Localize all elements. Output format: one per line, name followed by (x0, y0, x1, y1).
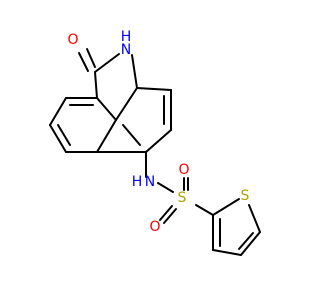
bond-sulfonyl-o-bottom-2 (163, 208, 177, 224)
bond-thiophene-s-c5 (248, 204, 261, 233)
bond-nitrogen-sulfur (157, 182, 174, 193)
atom-oxygen-sulfonyl-bottom: O (149, 219, 160, 235)
bond-thiophene-c4-c3 (212, 249, 242, 256)
atom-sulfur-sulfonyl: S (178, 190, 187, 206)
bond-c7-c6 (145, 129, 172, 153)
bond-carbonyl-c-c2a (94, 71, 98, 99)
bond-nitrogen-c8a (131, 54, 138, 89)
bond-thiophene-c5-c4 (240, 231, 261, 256)
bond-sulfonyl-o-bottom-1 (159, 205, 173, 221)
atom-nitrogen-lactam: N (121, 42, 131, 58)
bond-c2a-c8b (96, 97, 117, 121)
bond-thiophene-c2-s (212, 198, 240, 216)
molecule-structure: O N H N H S O O S (49, 29, 261, 256)
bond-inner-right-2 (122, 124, 141, 146)
bond-c8a-c8b (115, 87, 138, 121)
bond-inner-left-2 (57, 124, 71, 146)
bond-c3-c4 (49, 97, 67, 126)
bond-c5a-c8b (96, 119, 117, 153)
atom-oxygen-carbonyl: O (67, 32, 78, 48)
atom-sulfur-thiophene: S (241, 188, 250, 204)
atom-hydrogen-sulfonamide: H (132, 174, 143, 190)
atom-oxygen-sulfonyl-top: O (178, 162, 189, 178)
bond-carbonyl-c-nitrogen (94, 53, 120, 73)
atom-hydrogen-lactam: H (121, 29, 132, 45)
bond-sulfur-thiophene-c2 (195, 204, 214, 216)
bond-c4-c5 (49, 124, 67, 153)
atom-labels: O N H N H S O O S (67, 29, 249, 235)
bond-thiophene-inner-2 (238, 232, 254, 250)
bonds (49, 48, 261, 256)
bond-carbonyl-2 (78, 52, 89, 72)
atom-nitrogen-sulfonamide: N (145, 174, 155, 190)
bond-carbonyl-1 (86, 48, 96, 68)
bond-c8a-c8 (136, 87, 172, 91)
